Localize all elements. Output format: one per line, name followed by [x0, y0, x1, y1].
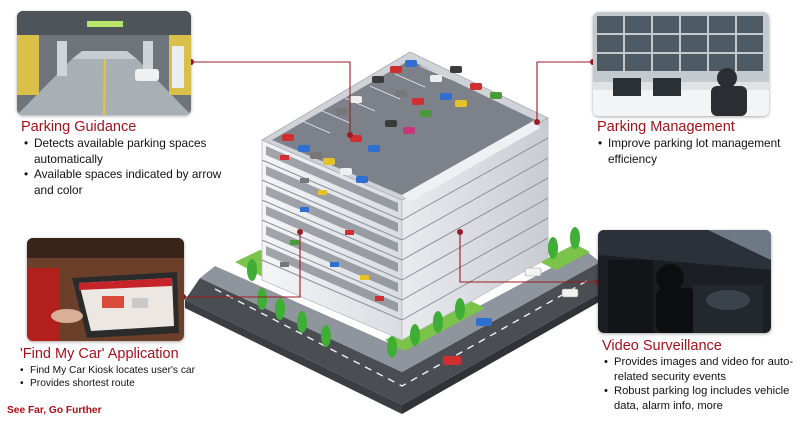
list-item: Provides shortest route	[20, 377, 240, 390]
list-item: Provides images and video for auto-relat…	[604, 355, 796, 384]
list-item: Robust parking log includes vehicle data…	[604, 384, 796, 413]
find-my-car-bullets: Find My Car Kiosk locates user's car Pro…	[20, 364, 240, 391]
street-cars	[443, 267, 579, 365]
tagline: See Far, Go Further	[7, 405, 102, 416]
car-thief-photo	[598, 230, 771, 333]
parking-guidance-title: Parking Guidance	[21, 119, 137, 135]
trees	[247, 227, 580, 358]
parking-guidance-bullets: Detects available parking spaces automat…	[24, 136, 229, 198]
kiosk-touchscreen-photo	[27, 238, 184, 341]
list-item: Available spaces indicated by arrow and …	[24, 167, 229, 198]
video-surveillance-title: Video Surveillance	[602, 338, 722, 354]
list-item: Improve parking lot management efficienc…	[598, 136, 788, 167]
list-item: Detects available parking spaces automat…	[24, 136, 229, 167]
control-room-photo	[593, 12, 769, 116]
video-surveillance-bullets: Provides images and video for auto-relat…	[604, 355, 796, 413]
find-my-car-title: 'Find My Car' Application	[20, 346, 179, 362]
connector-lines	[183, 61, 598, 298]
parking-management-title: Parking Management	[597, 119, 735, 135]
parking-building	[261, 51, 549, 341]
parking-garage-photo	[17, 11, 191, 115]
parking-management-bullets: Improve parking lot management efficienc…	[598, 136, 788, 167]
list-item: Find My Car Kiosk locates user's car	[20, 364, 240, 377]
